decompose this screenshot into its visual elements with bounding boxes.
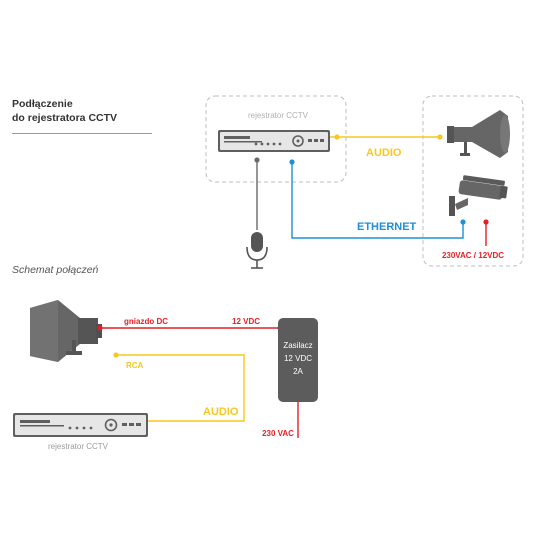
dvr-recorder-icon [218,130,330,152]
power-supply-icon [278,318,318,402]
microphone-connector [254,157,260,163]
cctv-camera-icon [449,175,508,216]
rca-label: RCA [126,361,144,370]
vdc-label: 12 VDC [232,317,260,326]
recorder-label-schema: rejestrator CCTV [48,442,109,451]
title-line-2: do rejestratora CCTV [12,112,118,124]
recorder-group-box [205,95,347,183]
psu-label-line-3: 2A [293,367,303,376]
microphone-icon [246,232,268,269]
psu-label-line-2: 12 VDC [284,354,312,363]
audio-cable-schema [113,352,245,422]
ethernet-label: ETHERNET [357,221,417,233]
page-title: Podłączenie do rejestratora CCTV [12,97,117,125]
power-label-top: 230VAC / 12VDC [442,251,504,260]
dc-power-cable [97,325,283,331]
devices-group-box [422,95,524,267]
dc-socket-label: gniazdo DC [124,317,168,326]
title-underline [12,133,152,134]
audio-cable-top [330,134,443,140]
audio-label-top: AUDIO [366,147,402,159]
ethernet-cable [289,159,466,239]
horn-speaker-icon [447,110,510,158]
dvr-recorder-schema-icon [13,413,148,437]
power-cable-top [483,219,489,246]
schema-title: Schemat połączeń [12,264,99,276]
mains-label: 230 VAC [262,429,294,438]
audio-label-schema: AUDIO [203,406,239,418]
recorder-label: rejestrator CCTV [248,111,309,120]
psu-label-line-1: Zasilacz [283,341,312,350]
title-line-1: Podłączenie [12,98,73,110]
horn-speaker-large-icon [30,300,102,362]
